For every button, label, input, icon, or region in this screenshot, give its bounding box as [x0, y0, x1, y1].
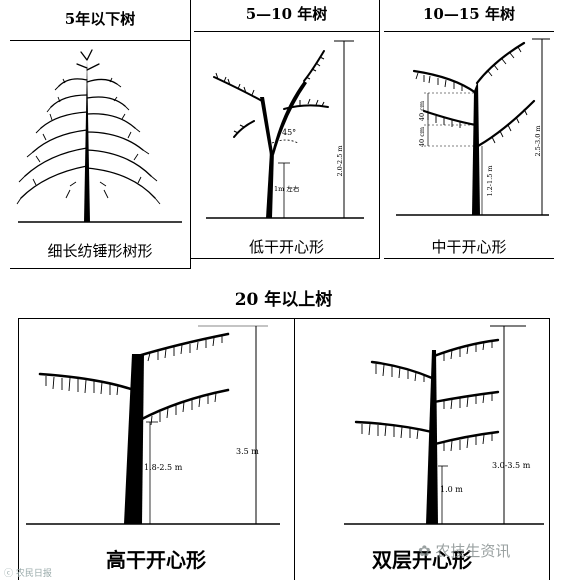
panel-2-trunk-label: 1m 左右	[274, 184, 300, 193]
double-layer-open-center-illustration: 1.0 m 3.0-3.5 m	[344, 325, 544, 525]
panel-4-trunk-label: 1.8-2.5 m	[144, 463, 183, 472]
panel-3-gap2-label: 40 cm	[418, 127, 426, 147]
panel-3-heading: 10—15 年树	[423, 5, 515, 23]
watermark-right-text: 农技生资讯	[435, 542, 511, 560]
panel-3-trunk-label: 1.2-1.5 m	[486, 165, 494, 196]
watermark-left: ⓒ 农民日报	[4, 566, 52, 579]
top-heading-rule-3	[384, 31, 554, 32]
panel-4-height-label: 3.5 m	[236, 447, 259, 456]
bottom-heading: 20 年以上树	[234, 290, 333, 310]
top-heading-rule-1	[10, 40, 190, 41]
panel-1-heading: 5年以下树	[64, 10, 136, 28]
bottom-divider	[294, 318, 295, 580]
top-bottom-rule-1	[10, 268, 191, 269]
low-trunk-open-center-illustration: 45° 2.0-2.5 m 1m 左右	[206, 40, 364, 219]
bottom-right-border	[549, 318, 550, 580]
panel-4-caption: 高干开心形	[106, 548, 206, 572]
watermark-right-icon: ✿	[418, 542, 431, 560]
panel-5-height-label: 3.0-3.5 m	[492, 461, 531, 470]
panel-2-heading: 5—10 年树	[245, 5, 328, 23]
panel-3-height-label: 2.5-3.0 m	[534, 125, 542, 156]
bottom-left-border	[18, 318, 19, 580]
top-bottom-rule-2	[190, 258, 380, 259]
panel-3-caption: 中干开心形	[431, 238, 507, 256]
panel-3-gap1-label: 40 cm	[418, 101, 426, 121]
top-bottom-rule-3	[384, 258, 554, 259]
panel-1-caption: 细长纺锤形树形	[47, 242, 153, 260]
top-heading-rule-2	[194, 31, 379, 32]
panel-2-caption: 低干开心形	[248, 238, 324, 256]
spindle-tree-illustration	[16, 49, 182, 223]
top-divider-2	[379, 0, 380, 258]
high-trunk-open-center-illustration: 1.8-2.5 m 3.5 m	[26, 325, 280, 525]
watermark-left-text: 农民日报	[15, 569, 52, 579]
panel-2-height-label: 2.0-2.5 m	[336, 145, 344, 176]
bottom-top-rule	[18, 318, 550, 319]
top-divider-1	[190, 0, 191, 268]
watermark-left-icon: ⓒ	[4, 569, 14, 579]
watermark-right: ✿ 农技生资讯	[418, 540, 510, 561]
panel-5-caption: 双层开心形	[372, 548, 472, 572]
panel-5-trunk-label: 1.0 m	[440, 485, 463, 494]
panel-2-angle-label: 45°	[282, 128, 296, 137]
medium-trunk-open-center-illustration: 40 cm 40 cm 2.5-3.0 m 1.2-1.5 m	[396, 38, 550, 216]
